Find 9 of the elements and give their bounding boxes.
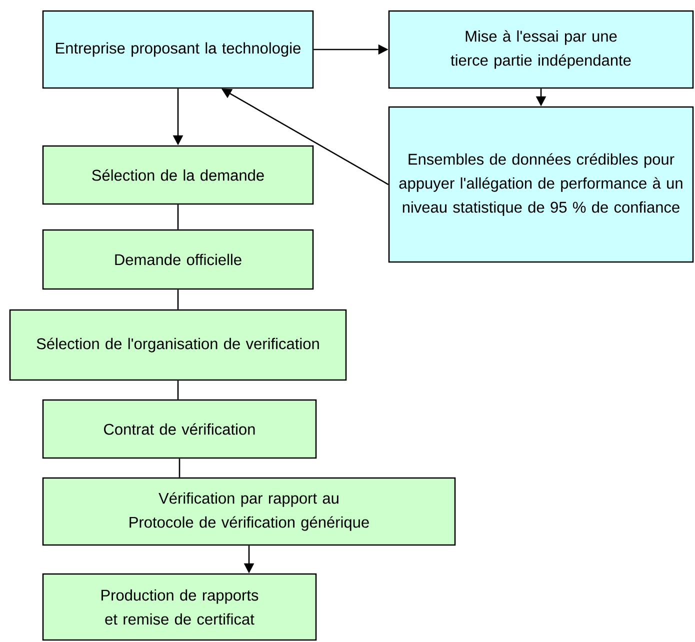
process-box: Mise à l'essai par une tierce partie indépendante xyxy=(388,10,694,89)
step-box: Sélection de l'organisation de verification xyxy=(9,309,347,381)
process-box: Entreprise proposant la technologie xyxy=(42,10,314,89)
step-box: Production de rapports et remise de certificat xyxy=(42,573,317,641)
process-box: Ensembles de données crédibles pour appuyer l'allégation de performance à un niveau statistique de 95 % de confiance xyxy=(388,106,694,263)
step-box: Sélection de la demande xyxy=(42,145,314,205)
step-box: Contrat de vérification xyxy=(42,399,317,459)
step-box: Vérification par rapport au Protocole de vérification générique xyxy=(42,477,456,546)
step-box: Demande officielle xyxy=(42,229,314,290)
